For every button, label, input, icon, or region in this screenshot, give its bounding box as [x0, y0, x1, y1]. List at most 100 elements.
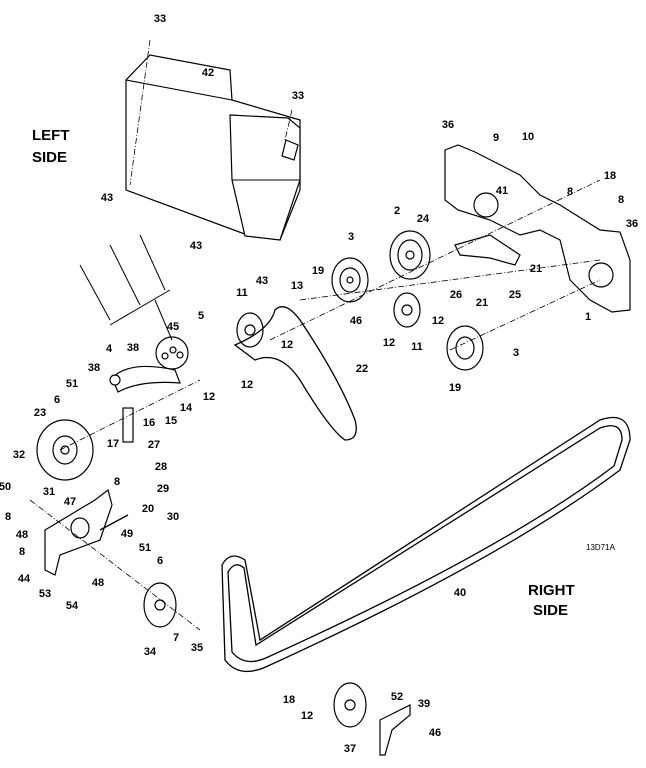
- callout-36: 12: [203, 391, 215, 403]
- callout-38: 38: [127, 342, 139, 354]
- callout-51: 29: [157, 483, 169, 495]
- callout-23: 19: [312, 265, 324, 277]
- callout-33: 19: [449, 382, 461, 394]
- mounting-plate-1: [444, 144, 631, 313]
- callout-6: 36: [442, 119, 454, 131]
- left-side-label: LEFT: [32, 127, 70, 144]
- callout-67: 40: [454, 587, 466, 599]
- belt-40-inner: [227, 425, 623, 663]
- callout-1: 42: [202, 67, 214, 79]
- callout-12: 36: [626, 218, 638, 230]
- callout-21: 1: [585, 311, 591, 323]
- callout-15: 24: [417, 213, 430, 225]
- callout-37: 4: [106, 343, 113, 355]
- callout-74: 39: [418, 698, 430, 710]
- callout-61: 51: [139, 542, 151, 554]
- bracket-45: [155, 336, 189, 370]
- callout-2: 33: [292, 90, 304, 102]
- callout-59: 49: [121, 528, 133, 540]
- right-side-label: RIGHT: [528, 582, 575, 599]
- belt-22: [233, 306, 357, 441]
- right-side-label-2: SIDE: [533, 602, 568, 619]
- spring-27: [122, 407, 134, 443]
- callout-0: 33: [154, 13, 166, 25]
- drawing-code: 13D71A: [586, 543, 616, 552]
- callout-32: 3: [513, 347, 519, 359]
- callout-58: 48: [16, 529, 28, 541]
- callout-69: 7: [173, 632, 179, 644]
- idler-arm-4: [109, 365, 181, 393]
- callout-22: 13: [291, 280, 303, 292]
- callout-24: 11: [236, 287, 248, 299]
- callout-25: 5: [198, 310, 204, 322]
- idler-11-left: [236, 312, 264, 348]
- callout-70: 35: [191, 642, 203, 654]
- callout-60: 8: [19, 546, 25, 558]
- callout-31: 12: [281, 339, 293, 351]
- callout-34: 22: [356, 363, 368, 375]
- callout-64: 48: [92, 577, 104, 589]
- callout-57: 30: [167, 511, 179, 523]
- callout-55: 20: [142, 503, 154, 515]
- callout-41: 6: [54, 394, 60, 406]
- callout-73: 52: [391, 691, 403, 703]
- idler-11-right: [393, 292, 421, 328]
- callout-46: 17: [107, 438, 119, 450]
- callout-52: 50: [0, 481, 11, 493]
- callout-8: 10: [522, 131, 534, 143]
- callout-43: 15: [165, 415, 177, 427]
- callout-75: 46: [429, 727, 441, 739]
- clutch-23: [36, 419, 94, 481]
- callout-50: 31: [43, 486, 55, 498]
- callout-13: 41: [496, 185, 508, 197]
- callout-71: 18: [283, 694, 295, 706]
- callout-39: 38: [88, 362, 100, 374]
- callout-16: 3: [348, 231, 354, 243]
- callout-11: 8: [618, 194, 624, 206]
- idler-34: [143, 582, 177, 628]
- callout-48: 28: [155, 461, 167, 473]
- belt-40: [221, 416, 631, 672]
- callout-47: 27: [148, 439, 160, 451]
- callout-10: 8: [567, 186, 573, 198]
- pulley-3-lower: [446, 325, 484, 371]
- callout-72: 12: [301, 710, 313, 722]
- callout-30: 12: [432, 315, 444, 327]
- callout-53: 8: [114, 476, 120, 488]
- callout-44: 16: [143, 417, 155, 429]
- callout-45: 23: [34, 407, 46, 419]
- center-lines: [29, 39, 601, 631]
- callout-76: 37: [344, 743, 356, 755]
- callout-29: 11: [411, 341, 423, 353]
- spring-20: [99, 514, 129, 531]
- callout-18: 26: [450, 289, 462, 301]
- callout-17: 21: [530, 263, 542, 275]
- callout-3: 43: [101, 192, 113, 204]
- callout-49: 32: [13, 449, 25, 461]
- callout-35: 12: [241, 379, 253, 391]
- belt-cover-42: [125, 54, 301, 241]
- callout-27: 46: [350, 315, 362, 327]
- callout-63: 44: [18, 573, 31, 585]
- belt-guides: [79, 234, 173, 341]
- callout-54: 8: [5, 511, 11, 523]
- callout-28: 12: [383, 337, 395, 349]
- callout-68: 34: [144, 646, 157, 658]
- callout-42: 14: [180, 402, 193, 414]
- callout-40: 51: [66, 378, 78, 390]
- callout-66: 54: [66, 600, 79, 612]
- left-side-label-2: SIDE: [32, 149, 67, 166]
- callout-26: 45: [167, 321, 179, 333]
- callout-7: 9: [493, 132, 499, 144]
- callout-20: 21: [476, 297, 488, 309]
- callout-62: 6: [157, 555, 163, 567]
- idler-arm-47: [44, 488, 113, 576]
- idler-37: [333, 682, 367, 728]
- callout-65: 53: [39, 588, 51, 600]
- callout-9: 18: [604, 170, 616, 182]
- callout-19: 25: [509, 289, 521, 301]
- callout-4: 43: [190, 240, 202, 252]
